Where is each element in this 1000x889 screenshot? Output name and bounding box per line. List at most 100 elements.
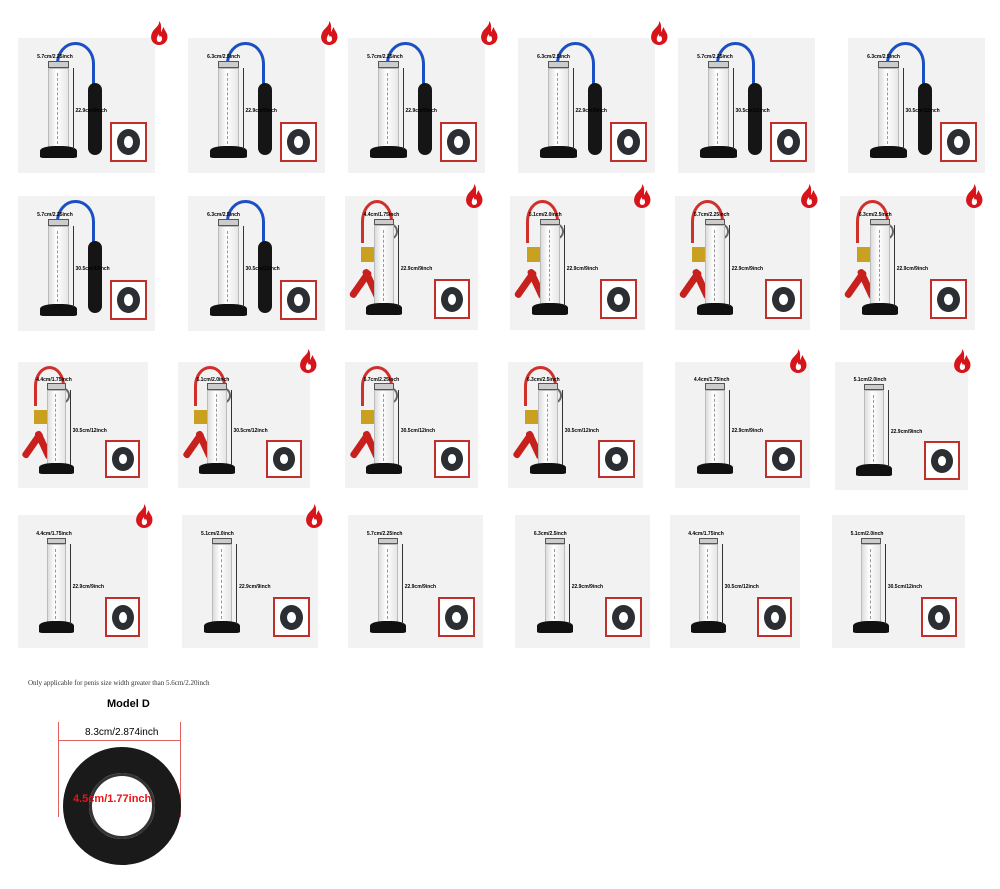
cylinder-base bbox=[366, 303, 403, 316]
digital-pump-handle bbox=[417, 82, 432, 156]
width-label: 5.7cm/2.25inch bbox=[693, 212, 730, 219]
width-label: 5.1cm/2.0inch bbox=[201, 530, 234, 537]
height-line bbox=[72, 67, 74, 149]
digital-pump-handle bbox=[587, 82, 602, 156]
height-label: 30.5cm/12inch bbox=[233, 427, 268, 434]
cylinder bbox=[374, 225, 395, 306]
width-label: 5.7cm/2.25inch bbox=[366, 530, 403, 537]
cylinder bbox=[548, 67, 569, 149]
cylinder-cap bbox=[378, 60, 399, 68]
cylinder-cap bbox=[374, 218, 395, 226]
height-line bbox=[894, 225, 895, 306]
hot-flame-icon bbox=[318, 20, 340, 46]
height-label: 30.5cm/12inch bbox=[905, 108, 940, 115]
ring-thumbnail bbox=[273, 597, 310, 638]
hot-flame-icon bbox=[787, 348, 809, 374]
dimension-tick bbox=[58, 722, 59, 817]
cylinder bbox=[539, 225, 560, 306]
width-label: 4.4cm/1.75inch bbox=[36, 530, 72, 537]
cylinder bbox=[544, 544, 565, 625]
height-label: 22.9cm/9inch bbox=[896, 265, 929, 272]
cylinder-base bbox=[861, 303, 899, 316]
hot-flame-icon bbox=[297, 348, 319, 374]
hot-flame-icon bbox=[148, 20, 170, 46]
height-label: 30.5cm/12inch bbox=[887, 584, 923, 591]
cylinder-cap bbox=[46, 383, 67, 390]
cylinder bbox=[698, 544, 719, 625]
cylinder bbox=[537, 389, 558, 466]
product-tile-cylinder[interactable]: 5.1cm/2.0inch 22.9cm/9inch bbox=[182, 515, 318, 648]
height-label: 30.5cm/12inch bbox=[735, 108, 770, 115]
height-line bbox=[572, 67, 574, 149]
ring-thumbnail bbox=[924, 441, 961, 480]
cylinder-base bbox=[369, 621, 407, 634]
width-label: 6.3cm/2.5inch bbox=[526, 377, 560, 384]
height-line bbox=[564, 225, 565, 306]
cylinder bbox=[48, 67, 69, 149]
cylinder bbox=[861, 544, 882, 625]
cylinder-base bbox=[39, 146, 77, 159]
hand-pump bbox=[678, 246, 712, 301]
cylinder bbox=[207, 389, 227, 466]
cylinder-cap bbox=[698, 537, 719, 545]
product-tile-manual[interactable]: 6.3cm/2.5inch 22.9cm/9inch bbox=[840, 196, 975, 330]
height-line bbox=[562, 389, 563, 466]
cylinder bbox=[708, 67, 729, 149]
hand-pump bbox=[843, 246, 877, 301]
cylinder-base bbox=[209, 146, 247, 159]
hot-flame-icon bbox=[963, 183, 985, 209]
hand-pump bbox=[348, 409, 382, 461]
product-tile-manual[interactable]: 6.3cm/2.5inch 30.5cm/12inch bbox=[508, 362, 643, 488]
width-label: 5.1cm/2.0inch bbox=[853, 377, 887, 384]
height-label: 22.9cm/9inch bbox=[400, 265, 433, 272]
height-label: 30.5cm/12inch bbox=[724, 584, 759, 591]
hot-flame-icon bbox=[951, 348, 973, 374]
ring-thumbnail bbox=[921, 597, 958, 638]
cylinder bbox=[46, 544, 67, 625]
width-label: 6.3cm/2.5inch bbox=[858, 212, 892, 219]
hand-pump bbox=[511, 409, 545, 461]
cylinder-cap bbox=[708, 60, 729, 68]
width-label: 5.7cm/2.25inch bbox=[37, 54, 73, 61]
height-line bbox=[569, 544, 570, 625]
height-label: 30.5cm/12inch bbox=[72, 427, 107, 434]
height-label: 22.9cm/9inch bbox=[239, 584, 271, 591]
height-line bbox=[729, 389, 730, 466]
cylinder-cap bbox=[539, 218, 560, 226]
width-label: 6.3cm/2.5inch bbox=[533, 530, 567, 537]
cylinder bbox=[869, 225, 890, 306]
height-label: 30.5cm/12inch bbox=[564, 427, 599, 434]
digital-pump-handle bbox=[257, 240, 272, 314]
cylinder-cap bbox=[544, 537, 565, 545]
cylinder bbox=[48, 225, 69, 307]
cylinder bbox=[46, 389, 67, 466]
cylinder-base bbox=[536, 621, 574, 634]
cylinder-base bbox=[39, 304, 77, 317]
cylinder-base bbox=[869, 146, 907, 159]
height-line bbox=[888, 390, 890, 467]
ring-thumbnail bbox=[939, 121, 977, 163]
cylinder-cap bbox=[207, 383, 227, 390]
ring-thumbnail bbox=[266, 440, 303, 478]
